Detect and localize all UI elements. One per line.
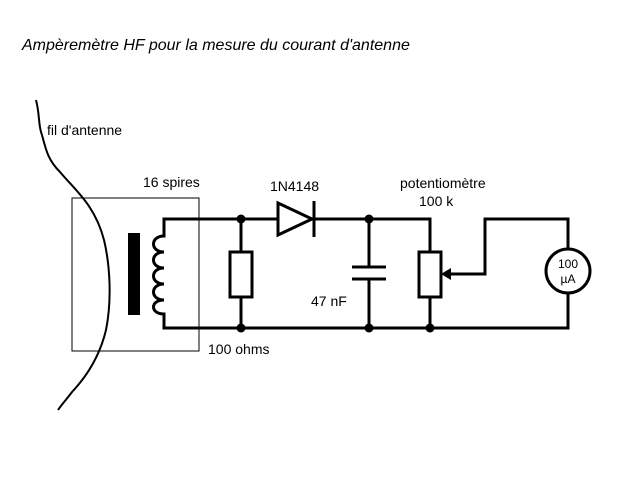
coil-label: 16 spires <box>143 174 200 190</box>
top-wire-right <box>312 217 432 254</box>
transformer-box <box>71 197 200 352</box>
diagram-title: Ampèremètre HF pour la mesure du courant… <box>21 37 410 54</box>
junction-dot <box>364 214 374 224</box>
diode-label: 1N4148 <box>270 178 319 194</box>
resistor-100-ohms <box>228 250 254 299</box>
meter-unit-label: µA <box>561 272 576 286</box>
meter-100ua <box>544 247 592 295</box>
junction-dot <box>236 323 246 333</box>
potentiometer-100k <box>417 219 487 328</box>
junction-dot <box>364 323 374 333</box>
potentiometer-name-label: potentiomètre <box>400 175 486 191</box>
junction-dot <box>425 323 435 333</box>
capacitor-label: 47 nF <box>311 293 347 309</box>
antenna-wire <box>35 99 111 411</box>
ferrite-core <box>128 233 140 315</box>
potentiometer-value-label: 100 k <box>419 193 454 209</box>
coil-winding <box>152 217 166 330</box>
diode-1n4148 <box>276 200 316 238</box>
resistor-label: 100 ohms <box>208 341 269 357</box>
capacitor-47nf <box>352 219 386 328</box>
meter-value-label: 100 <box>558 257 578 271</box>
bottom-wire <box>162 292 570 330</box>
antenna-label: fil d'antenne <box>47 122 122 138</box>
meter-wire <box>483 217 570 250</box>
junction-dot <box>236 214 246 224</box>
